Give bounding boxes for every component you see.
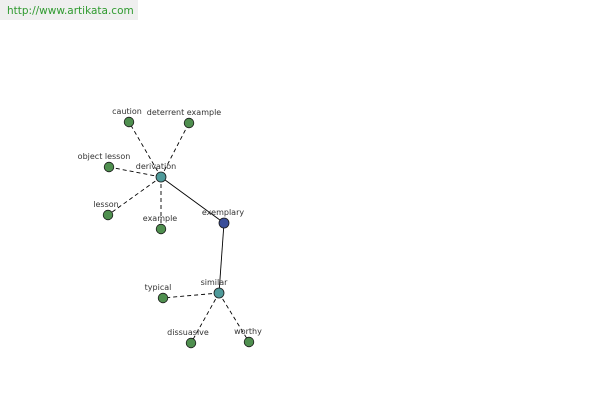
node-label-similar[interactable]: similar bbox=[201, 278, 229, 287]
edge-derivation-lesson bbox=[107, 176, 162, 216]
edge-derivation-caution bbox=[128, 121, 162, 178]
node-typical[interactable] bbox=[157, 292, 169, 304]
edge-similar-dissuasive bbox=[190, 292, 220, 344]
edge-similar-worthy bbox=[218, 292, 250, 343]
edge-exemplary-derivation bbox=[160, 176, 225, 224]
node-label-exemplary[interactable]: exemplary bbox=[202, 208, 244, 217]
node-derivation[interactable] bbox=[155, 171, 167, 183]
node-exemplary[interactable] bbox=[218, 217, 230, 229]
node-label-object-lesson[interactable]: object lesson bbox=[78, 152, 131, 161]
node-label-deterrent-example[interactable]: deterrent example bbox=[147, 108, 222, 117]
node-dissuasive[interactable] bbox=[185, 337, 197, 349]
node-label-dissuasive[interactable]: dissuasive bbox=[167, 328, 209, 337]
node-caution[interactable] bbox=[123, 116, 135, 128]
node-worthy[interactable] bbox=[243, 336, 255, 348]
node-example[interactable] bbox=[155, 223, 167, 235]
node-label-worthy[interactable]: worthy bbox=[234, 327, 262, 336]
edge-derivation-object-lesson bbox=[108, 166, 162, 178]
edge-derivation-deterrent-example bbox=[160, 122, 190, 178]
node-label-lesson[interactable]: lesson bbox=[93, 200, 118, 209]
node-object-lesson[interactable] bbox=[103, 161, 115, 173]
node-label-derivation[interactable]: derivation bbox=[136, 162, 176, 171]
edge-similar-typical bbox=[162, 292, 220, 299]
node-lesson[interactable] bbox=[102, 209, 114, 221]
nodes-layer bbox=[102, 116, 255, 349]
node-similar[interactable] bbox=[213, 287, 225, 299]
edges-layer bbox=[107, 121, 250, 344]
node-deterrent-example[interactable] bbox=[183, 117, 195, 129]
watermark-url: http://www.artikata.com bbox=[0, 0, 138, 20]
node-label-typical[interactable]: typical bbox=[145, 283, 172, 292]
node-label-caution[interactable]: caution bbox=[112, 107, 142, 116]
node-label-example[interactable]: example bbox=[143, 214, 178, 223]
labels-layer: exemplary derivation similar caution deterre… bbox=[78, 107, 262, 337]
edge-exemplary-similar bbox=[218, 222, 225, 294]
